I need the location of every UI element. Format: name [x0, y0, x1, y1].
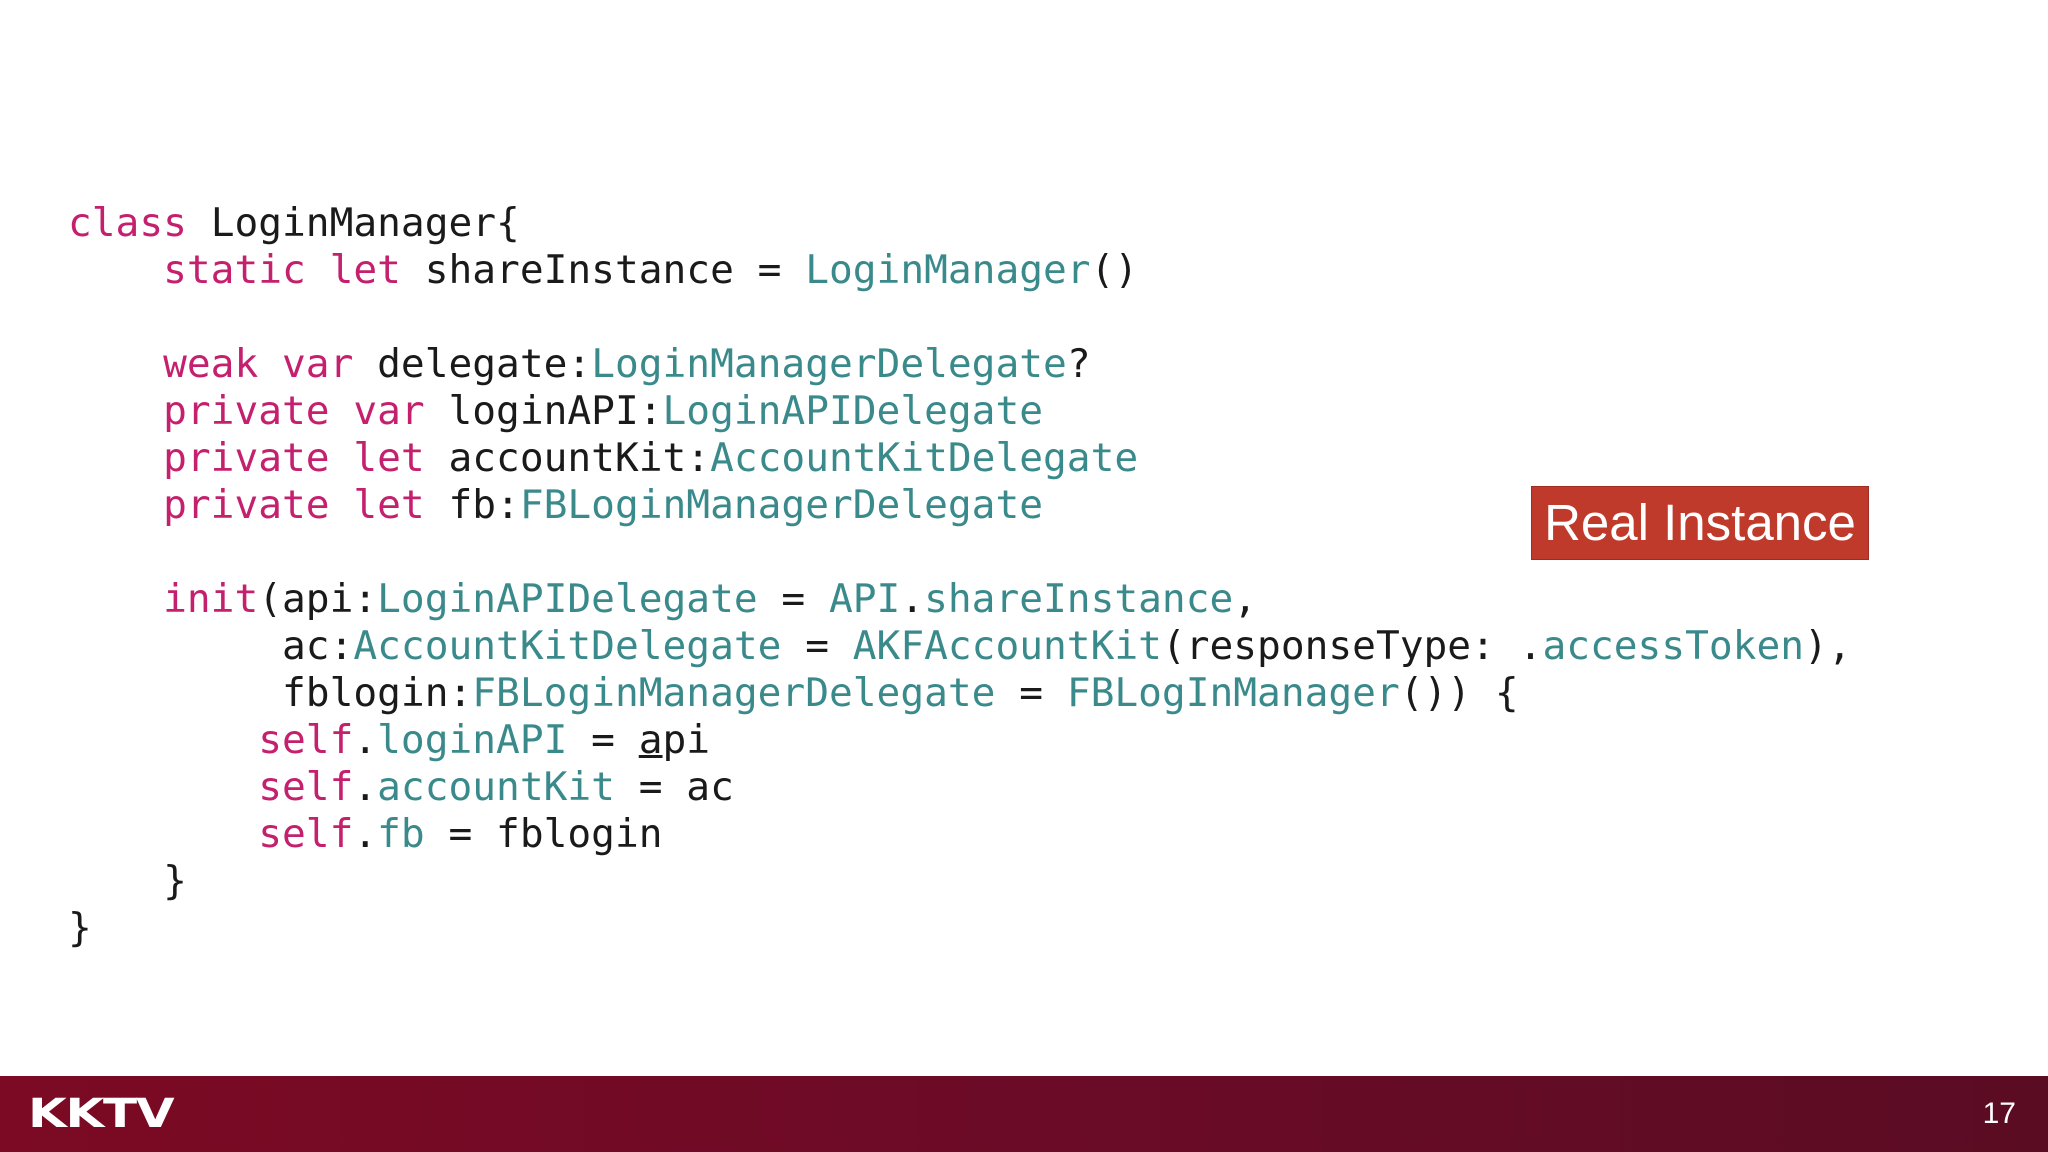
code-token: LoginAPIDelegate: [377, 576, 758, 622]
code-token: self: [68, 717, 354, 763]
code-token: shareInstance: [924, 576, 1234, 622]
code-line: private let accountKit:AccountKitDelegat…: [68, 435, 1968, 482]
code-token: (responseType: .: [1161, 623, 1543, 669]
code-token: LoginAPIDelegate: [662, 388, 1044, 434]
code-token: fb:: [448, 482, 520, 528]
code-line: init(api:LoginAPIDelegate = API.shareIns…: [68, 576, 1968, 623]
code-token: a: [638, 717, 663, 763]
code-token: API: [829, 576, 901, 622]
code-token: accountKit: [377, 764, 615, 810]
code-token: fb: [377, 811, 425, 857]
code-token: init: [68, 576, 259, 622]
code-token: private let: [68, 435, 449, 481]
code-line: self.accountKit = ac: [68, 764, 1968, 811]
code-token: private let: [68, 482, 449, 528]
code-line: ac:AccountKitDelegate = AKFAccountKit(re…: [68, 623, 1968, 670]
code-line: static let shareInstance = LoginManager(…: [68, 247, 1968, 294]
code-line: self.loginAPI = api: [68, 717, 1968, 764]
code-token: class: [68, 200, 211, 246]
code-token: self: [68, 764, 354, 810]
kktv-logo: KKTV: [28, 1091, 175, 1137]
code-line: private var loginAPI:LoginAPIDelegate: [68, 388, 1968, 435]
code-token: FBLoginManagerDelegate: [472, 670, 996, 716]
code-token: ()) {: [1399, 670, 1519, 716]
code-token: AccountKitDelegate: [710, 435, 1139, 481]
code-token: loginAPI:: [448, 388, 663, 434]
code-token: ?: [1066, 341, 1091, 387]
code-token: FBLoginManagerDelegate: [519, 482, 1044, 528]
code-line: }: [68, 905, 1968, 952]
code-token: .: [900, 576, 925, 622]
code-token: accountKit:: [448, 435, 711, 481]
code-token: LoginManagerDelegate: [591, 341, 1067, 387]
code-token: private var: [68, 388, 449, 434]
code-token: ),: [1804, 623, 1852, 669]
code-token: ,: [1233, 576, 1258, 622]
code-line: private let fb:FBLoginManagerDelegate: [68, 482, 1968, 529]
code-token: accessToken: [1542, 623, 1805, 669]
code-token: LoginManager{: [210, 200, 520, 246]
code-token: FBLogInManager: [1066, 670, 1400, 716]
code-token: delegate:: [377, 341, 592, 387]
code-token: }: [68, 858, 187, 904]
footer-bar: KKTV 17: [0, 1076, 2048, 1152]
real-instance-badge: Real Instance: [1531, 486, 1869, 560]
code-line: weak var delegate:LoginManagerDelegate?: [68, 341, 1968, 388]
page-number: 17: [1982, 1097, 2016, 1130]
code-token: ac:: [68, 623, 354, 669]
code-token: =: [567, 717, 639, 763]
code-token: =: [995, 670, 1067, 716]
code-token: static let: [68, 247, 425, 293]
code-token: =: [757, 576, 829, 622]
code-token: = ac: [614, 764, 734, 810]
code-token: .: [353, 811, 378, 857]
code-token: (): [1090, 247, 1139, 293]
code-line: }: [68, 858, 1968, 905]
code-line: fblogin:FBLoginManagerDelegate = FBLogIn…: [68, 670, 1968, 717]
code-token: weak var: [68, 341, 378, 387]
code-token: fblogin:: [68, 670, 473, 716]
code-token: AKFAccountKit: [852, 623, 1162, 669]
code-token: .: [353, 764, 378, 810]
code-token: .: [353, 717, 378, 763]
code-token: AccountKitDelegate: [353, 623, 782, 669]
code-line: [68, 294, 1968, 341]
code-token: }: [68, 905, 92, 951]
code-token: shareInstance =: [424, 247, 806, 293]
code-token: loginAPI: [377, 717, 568, 763]
code-token: =: [781, 623, 853, 669]
code-token: LoginManager: [805, 247, 1091, 293]
code-token: self: [68, 811, 354, 857]
code-line: class LoginManager{: [68, 200, 1968, 247]
code-token: (api:: [258, 576, 378, 622]
code-token: pi: [662, 717, 711, 763]
code-token: = fblogin: [424, 811, 663, 857]
code-line: self.fb = fblogin: [68, 811, 1968, 858]
code-block: class LoginManager{ static let shareInst…: [68, 200, 1968, 952]
